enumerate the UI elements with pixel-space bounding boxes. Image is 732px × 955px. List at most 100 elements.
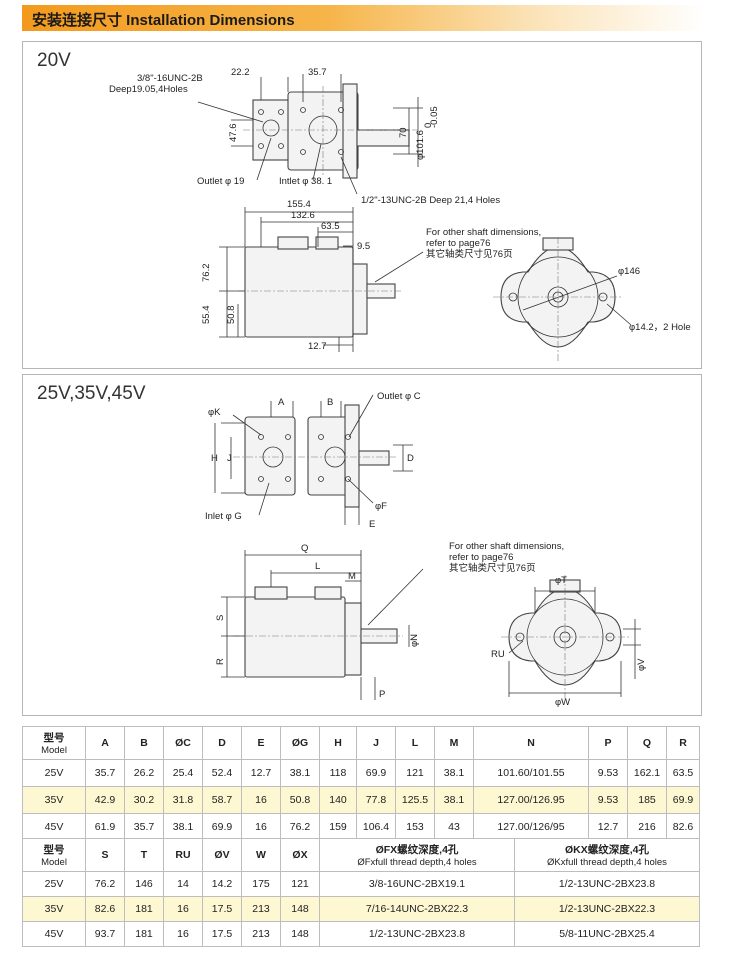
label-inlet: Intlet φ 38. 1 (279, 176, 332, 187)
table-cell: 213 (241, 896, 281, 922)
col-header: M (434, 726, 474, 760)
dim-76-2: 76.2 (201, 264, 212, 283)
col-header: ØG (280, 726, 320, 760)
table-cell: 43 (434, 813, 474, 841)
table-cell: 101.60/101.55 (473, 759, 589, 787)
dim-63-5: 63.5 (321, 221, 340, 232)
table-cell: 121 (280, 871, 320, 897)
dim-146: φ146 (618, 266, 640, 277)
pump-side-view-2 (221, 550, 424, 700)
table-cell: 16 (163, 921, 203, 947)
col-header: A (85, 726, 125, 760)
col-header: N (473, 726, 589, 760)
table-cell: 5/8-11UNC-2BX25.4 (514, 921, 700, 947)
dim-v: φV (636, 658, 647, 671)
table-cell: 1/2-13UNC-2BX23.8 (319, 921, 515, 947)
table-cell: 118 (319, 759, 357, 787)
table-cell: 69.9 (202, 813, 242, 841)
pump-top-view-2 (214, 394, 413, 525)
panel-label-20v: 20V (37, 50, 71, 71)
table1-header-row: 型号 Model A B ØC D E ØG H J L M N P Q R (22, 726, 700, 760)
dim-a: A (278, 397, 285, 408)
table-cell: 14 (163, 871, 203, 897)
table-cell: 25V (22, 759, 86, 787)
col-header: S (85, 838, 125, 872)
table-row: 35V 82.6 181 16 17.5 213 148 7/16-14UNC-… (22, 896, 700, 922)
col-header: ØV (202, 838, 242, 872)
label-thread-2: 1/2"-13UNC-2B Deep 21,4 Holes (361, 195, 500, 206)
dim-50-8: 50.8 (226, 306, 237, 325)
col-header: Q (627, 726, 667, 760)
dim-d: D (407, 453, 414, 464)
col-header: ØC (163, 726, 203, 760)
dim-p: P (379, 689, 385, 700)
table-cell: 38.1 (163, 813, 203, 841)
pump-side-view (219, 207, 403, 352)
table-cell: 77.8 (356, 786, 396, 814)
col-header: W (241, 838, 281, 872)
table-cell: 38.1 (280, 759, 320, 787)
col-header: H (319, 726, 357, 760)
dim-70: 70 (398, 127, 409, 138)
dim-101-6: φ101.6 (415, 130, 426, 160)
table-cell: 106.4 (356, 813, 396, 841)
col-header: J (356, 726, 396, 760)
drawing-panel-25v-35v-45v: 25V,35V,45V φK A (22, 374, 702, 716)
table-cell: 16 (241, 786, 281, 814)
pump-end-view (493, 237, 632, 362)
col-header: D (202, 726, 242, 760)
model-header-cn: 型号 (43, 844, 65, 856)
table-cell: 9.53 (588, 759, 628, 787)
table-cell: 9.53 (588, 786, 628, 814)
dim-w: φW (555, 697, 570, 708)
table-cell: 185 (627, 786, 667, 814)
table-cell: 35V (22, 786, 86, 814)
dim-l: L (315, 561, 320, 572)
col-header: RU (163, 838, 203, 872)
table-cell: 63.5 (666, 759, 700, 787)
model-header-cn: 型号 (43, 732, 65, 744)
table-row: 25V 76.2 146 14 14.2 175 121 3/8-16UNC-2… (22, 871, 700, 897)
pump-end-view-2 (501, 575, 641, 700)
table-cell: 25.4 (163, 759, 203, 787)
table-cell: 121 (395, 759, 435, 787)
col-header: T (124, 838, 164, 872)
dim-m: M (348, 571, 356, 582)
drawing-25v-35v-45v: φK A B Outlet φ C H J D φF E Inlet φ G (205, 391, 647, 708)
dim-35-7: 35.7 (308, 67, 327, 78)
table-cell: 61.9 (85, 813, 125, 841)
dim-155-4: 155.4 (287, 199, 311, 210)
table-cell: 12.7 (241, 759, 281, 787)
table-cell: 14.2 (202, 871, 242, 897)
table-cell: 127.00/126/95 (473, 813, 589, 841)
model-header-en: Model (41, 857, 67, 868)
dim-t: φT (555, 575, 567, 586)
table-cell: 12.7 (588, 813, 628, 841)
panel-label-25v: 25V,35V,45V (37, 383, 146, 404)
table-cell: 1/2-13UNC-2BX22.3 (514, 896, 700, 922)
dim-55-4: 55.4 (201, 306, 212, 325)
dim-14-2: φ14.2，2 Hole (629, 322, 691, 333)
table-cell: 50.8 (280, 786, 320, 814)
table-cell: 148 (280, 896, 320, 922)
table-cell: 7/16-14UNC-2BX22.3 (319, 896, 515, 922)
col-header: E (241, 726, 281, 760)
model-header-en: Model (41, 745, 67, 756)
section-title: 安装连接尺寸 Installation Dimensions (32, 12, 295, 29)
table-cell: 3/8-16UNC-2BX19.1 (319, 871, 515, 897)
dim-q: Q (301, 543, 308, 554)
table-cell: 38.1 (434, 786, 474, 814)
pump-top-view (197, 74, 423, 195)
table-cell: 45V (22, 921, 86, 947)
note-shaft-en-2: refer to page76 (426, 238, 490, 249)
table-cell: 127.00/126.95 (473, 786, 589, 814)
table2-header-row: 型号 Model S T RU ØV W ØX ØFX螺纹深度,4孔 ØFxfu… (22, 838, 700, 872)
dimension-table-2: 型号 Model S T RU ØV W ØX ØFX螺纹深度,4孔 ØFxfu… (22, 838, 700, 947)
kx-header-cn: ØKX螺纹深度,4孔 (564, 844, 649, 856)
table1-model-header: 型号 Model (22, 726, 86, 760)
note-shaft-en-1: For other shaft dimensions, (426, 227, 541, 238)
table-cell: 76.2 (280, 813, 320, 841)
table-cell: 213 (241, 921, 281, 947)
table-cell: 175 (241, 871, 281, 897)
col-header: P (588, 726, 628, 760)
